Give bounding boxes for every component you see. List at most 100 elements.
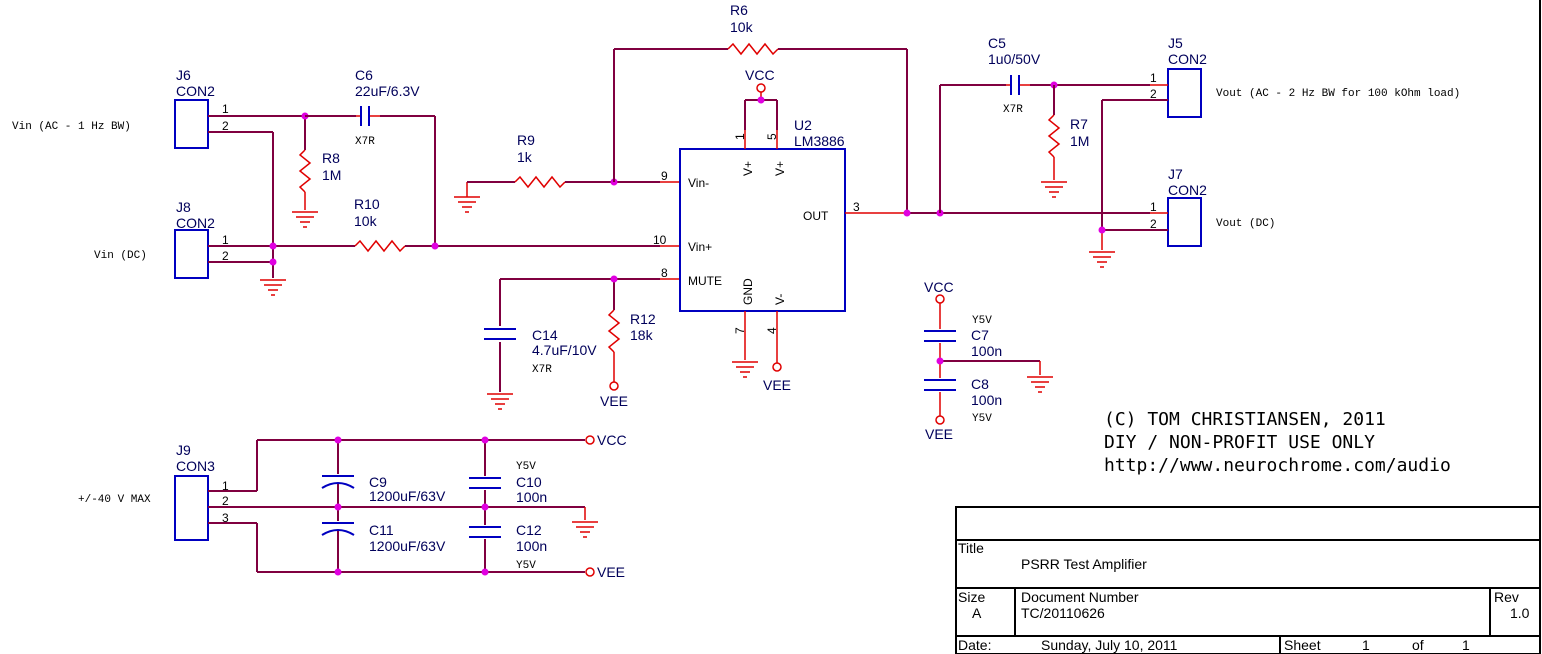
svg-text:2: 2 bbox=[222, 249, 229, 263]
svg-text:100n: 100n bbox=[971, 343, 1002, 359]
connector-j9: J9 CON3 1 2 3 bbox=[174, 442, 229, 541]
svg-text:3: 3 bbox=[853, 200, 860, 214]
svg-text:10k: 10k bbox=[730, 19, 754, 35]
vout-dc-label: Vout (DC) bbox=[1216, 218, 1275, 230]
svg-text:http://www.neurochrome.com/aud: http://www.neurochrome.com/audio bbox=[1104, 455, 1451, 476]
vin-ac-label: Vin (AC - 1 Hz BW) bbox=[12, 121, 131, 133]
resistor-r9: R9 1k bbox=[453, 132, 680, 213]
svg-text:X7R: X7R bbox=[1003, 104, 1023, 116]
svg-text:C10: C10 bbox=[516, 474, 542, 490]
svg-text:VEE: VEE bbox=[597, 564, 625, 580]
supply-rails: VCC VEE C9 1200uF/63V C11 1200uF/63V bbox=[208, 432, 627, 580]
svg-text:CON2: CON2 bbox=[1168, 51, 1207, 67]
svg-text:V+: V+ bbox=[773, 161, 787, 176]
svg-text:Y5V: Y5V bbox=[972, 315, 992, 327]
svg-text:1: 1 bbox=[1462, 637, 1470, 653]
svg-text:U2: U2 bbox=[794, 117, 812, 133]
svg-text:J9: J9 bbox=[176, 442, 191, 458]
svg-text:VEE: VEE bbox=[763, 377, 791, 393]
svg-text:1200uF/63V: 1200uF/63V bbox=[369, 488, 446, 504]
svg-text:Size: Size bbox=[958, 589, 985, 605]
svg-text:VEE: VEE bbox=[600, 393, 628, 409]
j6-ref: J6 bbox=[176, 67, 191, 83]
svg-text:C7: C7 bbox=[971, 327, 989, 343]
svg-text:VEE: VEE bbox=[925, 426, 953, 442]
decoupling-c7-c8: VCC VEE Y5V C7 100n C8 100n Y5V bbox=[924, 279, 1054, 442]
svg-text:A: A bbox=[972, 605, 982, 621]
svg-text:1: 1 bbox=[1362, 637, 1370, 653]
svg-text:1M: 1M bbox=[322, 167, 341, 183]
svg-text:4.7uF/10V: 4.7uF/10V bbox=[532, 342, 597, 358]
svg-text:18k: 18k bbox=[630, 327, 654, 343]
svg-text:1: 1 bbox=[222, 233, 229, 247]
resistor-r8: R8 1M bbox=[291, 116, 341, 228]
capacitor-c5: C5 1u0/50V X7R bbox=[988, 35, 1150, 116]
title-block: Title PSRR Test Amplifier Size A Documen… bbox=[955, 506, 1541, 654]
vout-ac-label: Vout (AC - 2 Hz BW for 100 kOhm load) bbox=[1216, 88, 1460, 100]
svg-text:CON3: CON3 bbox=[176, 458, 215, 474]
svg-text:X7R: X7R bbox=[355, 136, 375, 148]
copyright-notice: (C) TOM CHRISTIANSEN, 2011 DIY / NON-PRO… bbox=[1104, 409, 1451, 476]
svg-text:1: 1 bbox=[222, 479, 229, 493]
svg-text:2: 2 bbox=[222, 119, 229, 133]
svg-text:Vin-: Vin- bbox=[688, 176, 709, 190]
svg-text:10: 10 bbox=[653, 233, 667, 247]
svg-text:Rev: Rev bbox=[1494, 589, 1519, 605]
svg-text:C9: C9 bbox=[369, 474, 387, 490]
svg-text:1: 1 bbox=[1150, 71, 1157, 85]
svg-text:1M: 1M bbox=[1070, 133, 1089, 149]
capacitor-c6: C6 22uF/6.3V X7R bbox=[305, 67, 436, 246]
title-value: PSRR Test Amplifier bbox=[1021, 556, 1147, 572]
svg-text:J7: J7 bbox=[1168, 166, 1183, 182]
svg-text:R12: R12 bbox=[630, 311, 656, 327]
svg-text:100n: 100n bbox=[516, 538, 547, 554]
svg-text:22uF/6.3V: 22uF/6.3V bbox=[355, 83, 420, 99]
revision: 1.0 bbox=[1510, 605, 1530, 621]
svg-text:100n: 100n bbox=[971, 392, 1002, 408]
svg-text:J5: J5 bbox=[1168, 35, 1183, 51]
svg-text:OUT: OUT bbox=[803, 209, 829, 223]
svg-text:7: 7 bbox=[733, 327, 747, 334]
svg-text:100n: 100n bbox=[516, 489, 547, 505]
date: Sunday, July 10, 2011 bbox=[1041, 637, 1178, 653]
svg-text:C8: C8 bbox=[971, 376, 989, 392]
j6-value: CON2 bbox=[176, 83, 215, 99]
svg-text:VCC: VCC bbox=[745, 67, 775, 83]
svg-text:X7R: X7R bbox=[532, 364, 552, 376]
svg-text:1: 1 bbox=[222, 102, 229, 116]
svg-text:1200uF/63V: 1200uF/63V bbox=[369, 538, 446, 554]
svg-text:C14: C14 bbox=[532, 327, 558, 343]
svg-text:V+: V+ bbox=[741, 161, 755, 176]
svg-text:C6: C6 bbox=[355, 67, 373, 83]
svg-text:J8: J8 bbox=[176, 199, 191, 215]
resistor-r10: R10 10k bbox=[354, 196, 680, 253]
svg-text:V-: V- bbox=[773, 294, 787, 305]
svg-text:R9: R9 bbox=[517, 132, 535, 148]
svg-text:C12: C12 bbox=[516, 522, 542, 538]
ic-u2: U2 LM3886 Vin- Vin+ MUTE OUT 9 10 8 3 V+… bbox=[653, 67, 907, 393]
svg-text:2: 2 bbox=[1150, 87, 1157, 101]
svg-text:Y5V: Y5V bbox=[516, 560, 536, 572]
svg-text:5: 5 bbox=[765, 133, 779, 140]
resistor-r7: R7 1M bbox=[1040, 85, 1089, 198]
svg-text:10k: 10k bbox=[354, 213, 378, 229]
svg-text:R10: R10 bbox=[354, 196, 380, 212]
svg-text:1: 1 bbox=[1150, 200, 1157, 214]
svg-text:VCC: VCC bbox=[924, 279, 954, 295]
svg-text:GND: GND bbox=[741, 278, 755, 305]
svg-text:Y5V: Y5V bbox=[516, 461, 536, 473]
svg-text:9: 9 bbox=[661, 169, 668, 183]
svg-text:Y5V: Y5V bbox=[972, 413, 992, 425]
connector-j8: J8 CON2 1 2 bbox=[174, 199, 355, 279]
svg-text:2: 2 bbox=[1150, 217, 1157, 231]
svg-text:CON2: CON2 bbox=[1168, 182, 1207, 198]
svg-text:3: 3 bbox=[222, 511, 229, 525]
svg-text:Date:: Date: bbox=[958, 637, 991, 653]
connector-j5: J5 CON2 1 2 bbox=[1102, 35, 1207, 118]
svg-text:MUTE: MUTE bbox=[688, 274, 722, 288]
svg-text:R7: R7 bbox=[1070, 116, 1088, 132]
svg-text:1: 1 bbox=[733, 133, 747, 140]
svg-text:R6: R6 bbox=[730, 2, 748, 18]
title-label: Title bbox=[958, 540, 984, 556]
